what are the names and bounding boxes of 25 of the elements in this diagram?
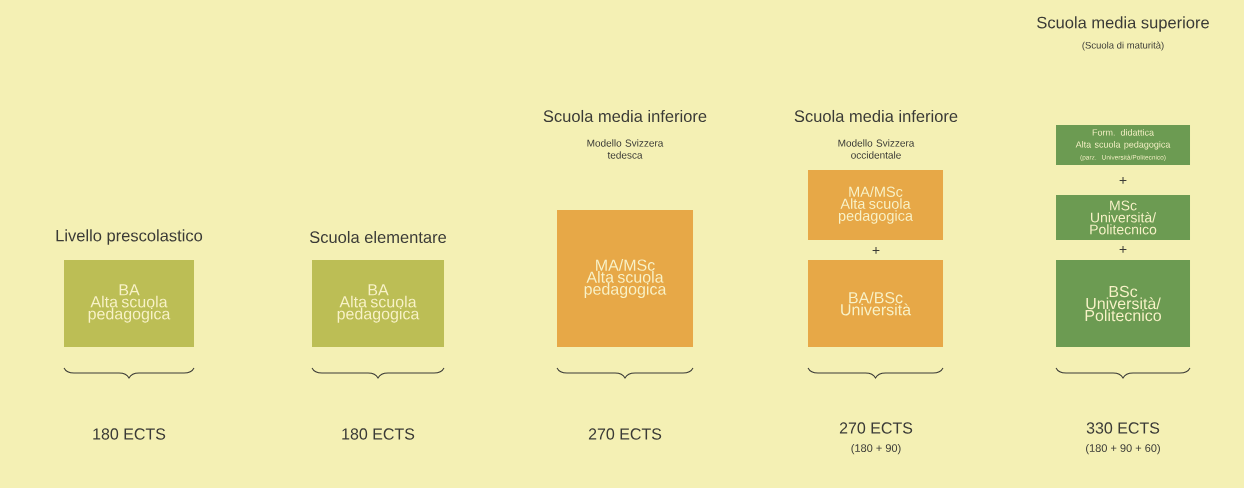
column-subheading: Modello Svizzera tedesca [587,139,664,159]
column-heading: Scuola media inferiore [543,109,707,123]
credit-total: 330 ECTS [1086,422,1160,434]
degree-box: MA/MSc Alta scuola pedagogica [557,210,693,347]
column-heading: Scuola media superiore [1037,16,1209,32]
credit-breakdown: (180 + 90 + 60) [1086,443,1160,455]
credit-total: 180 ECTS [93,428,166,440]
plus-sign: + [1119,176,1127,184]
degree-box: BSc Università/ Politecnico [1056,260,1190,347]
degree-box: BA Alta scuola pedagogica [312,260,444,347]
degree-box: BA Alta scuola pedagogica [64,260,194,347]
column-heading: Livello prescolastico [56,229,203,245]
credit-total: 180 ECTS [342,428,415,440]
column-subheading: Modello Svizzera occidentale [838,139,915,159]
credit-total: 270 ECTS [839,422,913,434]
plus-sign: + [872,246,880,254]
column-heading: Scuola media inferiore [794,109,958,123]
plus-sign: + [1119,245,1127,253]
credit-breakdown: (180 + 90) [851,443,901,455]
column-heading: Scuola elementare [309,230,446,244]
degree-box: MA/MSc Alta scuola pedagogica [808,170,943,240]
degree-box: BA/BSc Università [808,260,943,347]
credit-total: 270 ECTS [588,428,662,440]
degree-box: MSc Università/ Politecnico [1056,195,1190,240]
column-subheading: (Scuola di maturità) [1082,41,1164,51]
